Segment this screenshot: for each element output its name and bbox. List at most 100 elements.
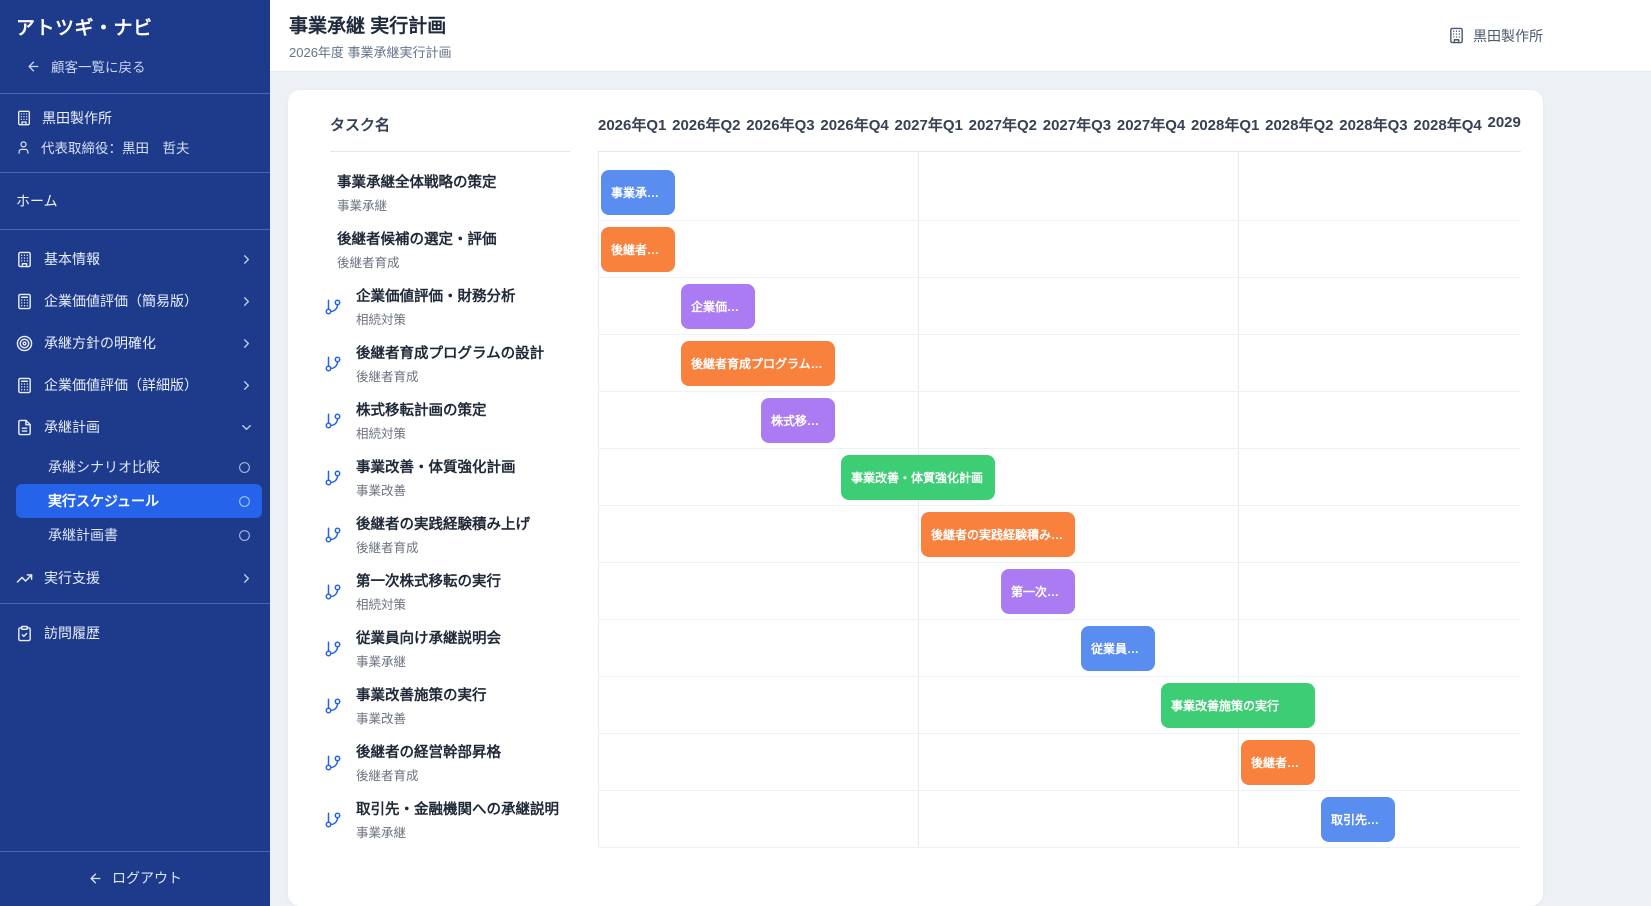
sidebar-subitem-label: 承継シナリオ比較 [48,459,160,475]
task-text: 企業価値評価・財務分析相続対策 [356,285,516,328]
gantt-bar-label: 企業価値評価・財務分析 [691,300,745,314]
task-name: 取引先・金融機関への承継説明 [356,802,559,818]
page-title: 事業承継 実行計画 [289,15,447,37]
sidebar-item-label: 基本情報 [44,251,100,267]
gantt-row-track: 事業承継全体戦略の策定 [598,164,1521,221]
sidebar-item-valuation-simple[interactable]: 企業価値評価（簡易版） [0,280,270,322]
sidebar-subitem-execution-schedule[interactable]: 実行スケジュール [16,484,262,518]
client-company-name: 黒田製作所 [42,110,112,126]
sidebar-item-execution-support[interactable]: 実行支援 [0,557,270,599]
git-branch-icon [324,754,342,772]
git-branch-icon [324,526,342,544]
gantt-row-track: 後継者の実践経験積み上げ [598,506,1521,563]
gantt-bar[interactable]: 事業改善施策の実行 [1161,683,1315,728]
gantt-bar-label: 後継者の経営幹部昇格 [1251,756,1305,770]
gantt-row: 事業改善・体質強化計画事業改善 事業改善・体質強化計画 [312,449,1521,506]
sidebar-subitem-succession-plan-doc[interactable]: 承継計画書 [16,518,262,552]
divider [0,851,270,852]
gantt-bar[interactable]: 後継者の経営幹部昇格 [1241,740,1315,785]
sidebar-item-visit-history[interactable]: 訪問履歴 [0,610,270,656]
quarter-header-label: 2028年Q1 [1191,117,1260,134]
gantt-bar[interactable]: 事業改善・体質強化計画 [841,455,995,500]
task-cell: 事業改善・体質強化計画事業改善 [312,456,598,499]
gantt-row-track: 取引先・金融機関への承継説明 [598,791,1521,848]
main-area: 事業承継 実行計画 2026年度 事業承継実行計画 黒田製作所 タスク名 202… [270,0,1651,906]
task-category: 後継者育成 [337,256,400,270]
sidebar: アトツギ・ナビ 顧客一覧に戻る 黒田製作所 代表取締役：黒田 哲夫 ホーム 基本… [0,0,270,906]
chevron-right-icon [239,571,254,586]
building-icon [16,251,33,268]
chevron-right-icon [239,336,254,351]
gantt-bar-label: 後継者の実践経験積み上げ [931,528,1065,542]
page-header: 事業承継 実行計画 2026年度 事業承継実行計画 黒田製作所 [270,0,1651,72]
git-branch-icon [324,640,342,658]
circle-icon [238,495,251,508]
task-cell: 従業員向け承継説明会事業承継 [312,627,598,670]
quarter-header-label: 2028年Q2 [1265,117,1334,134]
sidebar-item-home[interactable]: ホーム [16,193,58,209]
task-category: 事業承継 [337,199,388,213]
chevron-down-icon [239,420,254,435]
gantt-row: 後継者の実践経験積み上げ後継者育成後継者の実践経験積み上げ [312,506,1521,563]
back-to-clients-link[interactable]: 顧客一覧に戻る [0,47,270,93]
page-header-titles: 事業承継 実行計画 2026年度 事業承継実行計画 [289,11,452,61]
gantt-bar-label: 従業員向け承継説明会 [1091,642,1145,656]
gantt-bar[interactable]: 企業価値評価・財務分析 [681,284,755,329]
gantt-bar[interactable]: 後継者育成プログラムの設計 [681,341,835,386]
quarter-header-label: 2028年Q4 [1413,117,1482,134]
task-name: 株式移転計画の策定 [356,403,487,419]
year-gridline [598,152,599,848]
back-arrow-icon [26,59,41,74]
gantt-bar[interactable]: 後継者候補の選定・評価 [601,227,675,272]
git-branch-icon [324,811,342,829]
task-category: 事業承継 [356,655,407,669]
client-company-row: 黒田製作所 [16,108,254,128]
gantt-row: 後継者候補の選定・評価後継者育成後継者候補の選定・評価 [312,221,1521,278]
divider [0,93,270,94]
quarter-header-label: 2027年Q3 [1042,117,1112,134]
calculator-icon [16,377,33,394]
task-text: 事業改善施策の実行事業改善 [356,684,487,727]
sidebar-subitem-label: 承継計画書 [48,527,118,543]
gantt-bar[interactable]: 事業承継全体戦略の策定 [601,170,675,215]
building-icon [16,110,32,126]
quarter-header-label: 2026年Q1 [598,117,667,134]
gantt-row-track: 後継者の経営幹部昇格 [598,734,1521,791]
gantt-row-track: 後継者候補の選定・評価 [598,221,1521,278]
task-cell: 企業価値評価・財務分析相続対策 [312,285,598,328]
gantt-bar[interactable]: 株式移転計画の策定 [761,398,835,443]
task-cell: 後継者育成プログラムの設計後継者育成 [312,342,598,385]
gantt-row-track: 株式移転計画の策定 [598,392,1521,449]
sidebar-item-succession-plan[interactable]: 承継計画 [0,406,270,448]
task-column-header: タスク名 [330,114,570,152]
chevron-right-icon [239,294,254,309]
task-cell: 後継者候補の選定・評価後継者育成 [312,228,598,271]
sidebar-item-basic-info[interactable]: 基本情報 [0,238,270,280]
gantt-bar-label: 後継者育成プログラムの設計 [691,357,825,371]
quarter-header-label: 2029 [1487,114,1521,131]
gantt-bar[interactable]: 取引先・金融機関への承継説明 [1321,797,1395,842]
gantt-bar[interactable]: 第一次株式移転の実行 [1001,569,1075,614]
user-icon [16,140,31,155]
git-branch-icon [324,469,342,487]
task-text: 取引先・金融機関への承継説明事業承継 [356,798,559,841]
gantt-row-track: 第一次株式移転の実行 [598,563,1521,620]
task-name: 従業員向け承継説明会 [356,631,501,647]
gantt-bar[interactable]: 従業員向け承継説明会 [1081,626,1155,671]
task-cell: 事業承継全体戦略の策定事業承継 [312,171,598,214]
quarter-header-label: 2028年Q3 [1339,117,1408,134]
sidebar-subitem-scenario-comparison[interactable]: 承継シナリオ比較 [16,450,262,484]
sidebar-item-policy-clarification[interactable]: 承継方針の明確化 [0,322,270,364]
task-text: 事業承継全体戦略の策定事業承継 [337,171,497,214]
git-branch-icon [324,355,342,373]
sidebar-item-valuation-detailed[interactable]: 企業価値評価（詳細版） [0,364,270,406]
logout-button[interactable]: ログアウト [0,852,270,906]
task-name: 企業価値評価・財務分析 [356,289,516,305]
task-cell: 第一次株式移転の実行相続対策 [312,570,598,613]
gantt-bar[interactable]: 後継者の実践経験積み上げ [921,512,1075,557]
